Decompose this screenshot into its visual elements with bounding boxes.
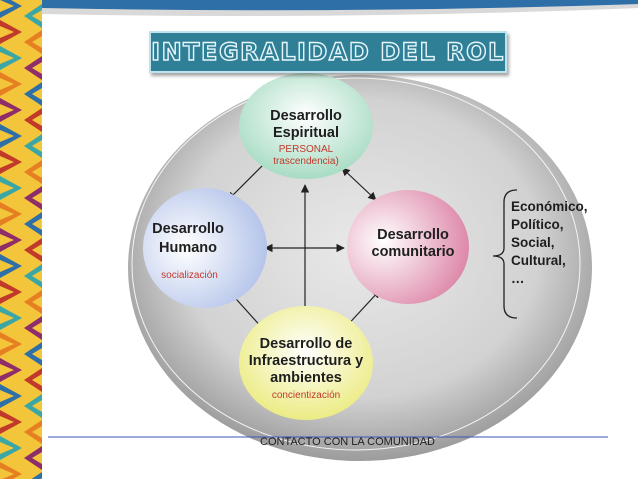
node-desarrollo-espiritual bbox=[239, 73, 373, 179]
node-bottom-sub1: concientización bbox=[271, 390, 341, 401]
node-bottom-line2: Infraestructura y bbox=[248, 353, 364, 369]
footer-text: CONTACTO CON LA COMUNIDAD bbox=[260, 436, 435, 448]
title-banner: INTEGRALIDAD DEL ROL bbox=[149, 31, 507, 73]
node-top-line1: Desarrollo bbox=[270, 108, 342, 124]
node-right-line2: comunitario bbox=[371, 244, 455, 260]
node-top-line2: Espiritual bbox=[272, 125, 340, 141]
side-bracket bbox=[492, 189, 518, 319]
side-list-item: Cultural, bbox=[511, 253, 566, 268]
node-desarrollo-humano bbox=[143, 188, 267, 308]
side-list-item: Social, bbox=[511, 235, 555, 250]
node-bottom-line3: ambientes bbox=[270, 370, 342, 386]
node-left-label: Desarrollo Humano bbox=[146, 220, 230, 258]
side-list: Económico, Político, Social, Cultural, … bbox=[511, 198, 588, 288]
node-bottom-line1: Desarrollo de bbox=[259, 336, 353, 352]
side-list-item: … bbox=[511, 271, 525, 286]
node-left-line2: Humano bbox=[159, 240, 217, 256]
node-desarrollo-infraestructura bbox=[239, 306, 373, 420]
side-list-item: Económico, bbox=[511, 199, 588, 214]
node-left-line1: Desarrollo bbox=[152, 221, 224, 237]
node-top-sub2: trascendencia) bbox=[273, 156, 339, 167]
page-title: INTEGRALIDAD DEL ROL bbox=[150, 37, 505, 66]
decorative-top-bar bbox=[42, 0, 638, 20]
arrow-top-left bbox=[227, 159, 269, 201]
node-desarrollo-comunitario bbox=[347, 190, 469, 304]
node-right-line1: Desarrollo bbox=[377, 227, 449, 243]
outer-circle-inner bbox=[131, 77, 581, 451]
node-right-label: Desarrollo comunitario bbox=[360, 227, 466, 261]
arrow-top-right bbox=[341, 167, 377, 201]
decorative-zigzag-border bbox=[0, 0, 42, 479]
node-top-label: Desarrollo Espiritual PERSONAL trascende… bbox=[246, 108, 366, 168]
side-list-item: Político, bbox=[511, 217, 564, 232]
node-left-sub1: socialización bbox=[161, 270, 218, 281]
node-top-sub1: PERSONAL bbox=[278, 144, 334, 155]
node-bottom-label: Desarrollo de Infraestructura y ambiente… bbox=[236, 336, 376, 402]
